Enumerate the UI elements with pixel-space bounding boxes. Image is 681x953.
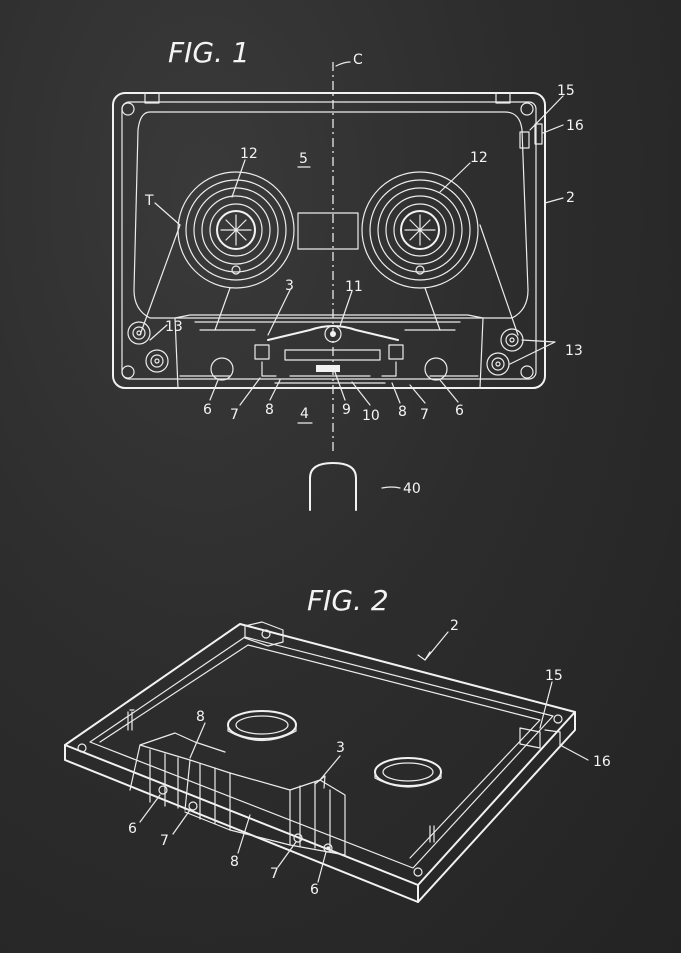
fig2-label-7-right: 7 bbox=[270, 866, 279, 882]
corner-hole-left bbox=[77, 743, 87, 753]
post-right bbox=[429, 825, 435, 843]
label-13-right: 13 bbox=[565, 343, 583, 359]
cassette-inner-outline bbox=[121, 101, 537, 380]
notch-left bbox=[144, 92, 160, 104]
fig2-drawing: FIG. 2 bbox=[64, 584, 611, 903]
label-5: 5 bbox=[299, 151, 308, 167]
corner-hole-top bbox=[261, 629, 271, 639]
erase-slot bbox=[534, 123, 543, 145]
label-t: T bbox=[144, 193, 154, 209]
label-c: C bbox=[353, 52, 363, 68]
label-6-left: 6 bbox=[203, 402, 212, 418]
fig2-labels: 2 15 16 8 3 6 7 8 7 6 bbox=[128, 618, 611, 898]
fig2-label-15: 15 bbox=[545, 668, 563, 684]
capstan-40 bbox=[309, 462, 357, 511]
label-16: 16 bbox=[566, 118, 584, 134]
erase-tab-fig2 bbox=[519, 727, 541, 749]
erase-slot-fig2 bbox=[544, 729, 561, 746]
label-12-right: 12 bbox=[470, 150, 488, 166]
corner-post-top bbox=[244, 621, 284, 647]
fig1-drawing: FIG. 1 C bbox=[112, 36, 584, 511]
screw-tr bbox=[520, 102, 534, 116]
fig2-label-16: 16 bbox=[593, 754, 611, 770]
fig1-labels: 12 5 12 T 2 15 16 3 11 13 13 6 7 8 4 9 1… bbox=[144, 83, 584, 497]
label-7-right: 7 bbox=[420, 407, 429, 423]
center-window bbox=[297, 212, 359, 250]
screw-tl bbox=[121, 102, 135, 116]
label-8-right: 8 bbox=[398, 404, 407, 420]
fig2-label-8-top: 8 bbox=[196, 709, 205, 725]
shell-inner-floor bbox=[99, 644, 541, 859]
hub-ring-right bbox=[374, 757, 442, 788]
center-leader bbox=[335, 61, 351, 67]
label-40: 40 bbox=[403, 481, 421, 497]
fig1-leaders bbox=[149, 95, 564, 489]
fig2-label-3: 3 bbox=[336, 740, 345, 756]
fig2-label-6-left: 6 bbox=[128, 821, 137, 837]
label-9: 9 bbox=[342, 402, 351, 418]
shell-inner-rim bbox=[89, 636, 554, 869]
label-12-left: 12 bbox=[240, 146, 258, 162]
head-area bbox=[174, 314, 484, 389]
corner-hole-right bbox=[553, 714, 563, 724]
fig2-leaders bbox=[139, 631, 589, 883]
fig2-label-2: 2 bbox=[450, 618, 459, 634]
label-10: 10 bbox=[362, 408, 380, 424]
front-wall-head-openings bbox=[129, 732, 346, 856]
notch-right bbox=[495, 92, 511, 104]
right-reel bbox=[361, 171, 479, 289]
label-4: 4 bbox=[300, 406, 309, 422]
post-left bbox=[127, 709, 135, 731]
fig2-label-7-left: 7 bbox=[160, 833, 169, 849]
label-6-right: 6 bbox=[455, 403, 464, 419]
fig2-label-6-right: 6 bbox=[310, 882, 319, 898]
label-7-left: 7 bbox=[230, 407, 239, 423]
label-15: 15 bbox=[557, 83, 575, 99]
label-13-left: 13 bbox=[165, 319, 183, 335]
cassette-outline bbox=[112, 92, 546, 389]
tape-paths bbox=[139, 224, 519, 336]
hub-ring-left bbox=[227, 710, 297, 741]
screw-bl bbox=[121, 365, 135, 379]
fig1-title: FIG. 1 bbox=[168, 36, 250, 69]
label-3: 3 bbox=[285, 278, 294, 294]
corner-hole-bottom bbox=[413, 867, 423, 877]
label-11: 11 bbox=[345, 279, 363, 295]
screw-br bbox=[520, 365, 534, 379]
fig2-title: FIG. 2 bbox=[307, 584, 389, 617]
fig2-label-8-bottom: 8 bbox=[230, 854, 239, 870]
label-8-left: 8 bbox=[265, 402, 274, 418]
label-area bbox=[133, 111, 529, 319]
left-reel bbox=[177, 171, 295, 289]
label-2: 2 bbox=[566, 190, 575, 206]
erase-tab bbox=[519, 131, 530, 149]
